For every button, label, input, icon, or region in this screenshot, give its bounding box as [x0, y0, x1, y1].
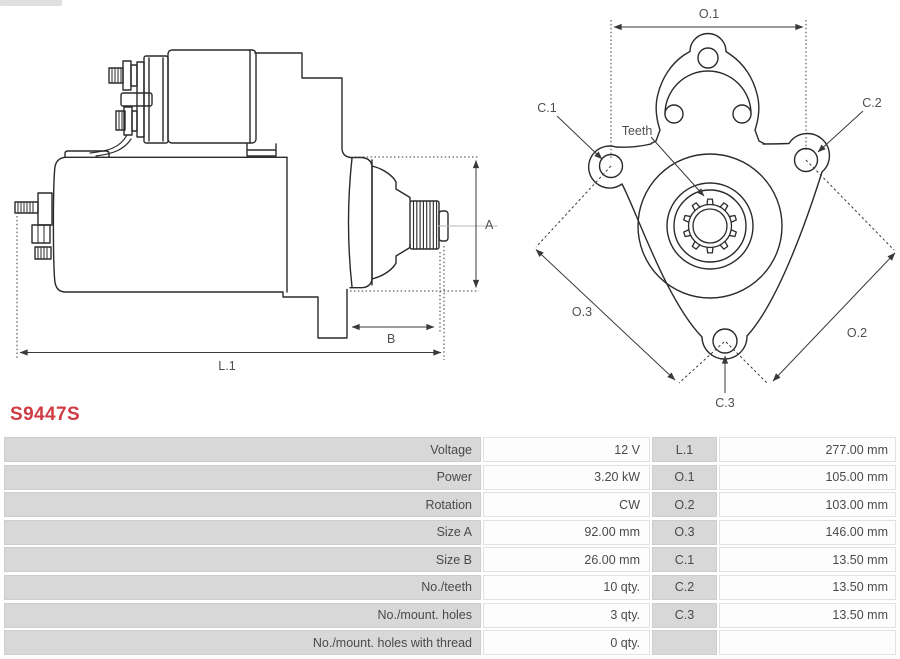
front-view-drawing	[588, 32, 831, 360]
flange-boss-outer	[637, 153, 783, 299]
dim-value-cell: 103.00 mm	[719, 492, 896, 518]
mount-hole-c2	[793, 147, 819, 173]
side-view-dimensions	[16, 156, 480, 360]
spec-table: Voltage 12 V L.1 277.00 mm Power 3.20 kW…	[4, 437, 896, 656]
spec-value-cell: 0 qty.	[483, 630, 650, 656]
mounting-flange-side	[349, 156, 373, 289]
dim-label-cell: C.2	[652, 574, 717, 600]
dim-value-cell: 105.00 mm	[719, 464, 896, 490]
inner-arch	[664, 70, 752, 115]
dim-label-l1: L.1	[218, 359, 235, 373]
dim-label-o2: O.2	[847, 326, 867, 340]
mount-hole-c3	[712, 328, 738, 354]
dim-label-cell: O.1	[652, 464, 717, 490]
table-row: No./mount. holes with thread 0 qty.	[4, 630, 896, 656]
terminal-stud-lower	[115, 110, 126, 131]
label-teeth: Teeth	[622, 124, 653, 138]
dim-value-cell: 13.50 mm	[719, 547, 896, 573]
motor-body	[52, 156, 348, 339]
spec-label-cell: Size A	[4, 519, 481, 545]
arch-left-hole	[664, 104, 684, 124]
field-wire	[89, 134, 132, 157]
dim-label-c2: C.2	[862, 96, 882, 110]
spec-value-cell: CW	[483, 492, 650, 518]
mounting-flange-front	[588, 132, 831, 360]
dim-label-a: A	[485, 218, 494, 232]
dim-label-b: B	[387, 332, 395, 346]
spec-label-cell: Size B	[4, 547, 481, 573]
mount-hole-c1	[598, 153, 624, 179]
dim-label-o3: O.3	[572, 305, 592, 319]
dim-label-cell: C.1	[652, 547, 717, 573]
spec-value-cell: 3 qty.	[483, 602, 650, 628]
spec-label-cell: Power	[4, 464, 481, 490]
spec-value-cell: 10 qty.	[483, 574, 650, 600]
spec-label-cell: Rotation	[4, 492, 481, 518]
dim-label-o1: O.1	[699, 7, 719, 21]
through-bolt	[14, 201, 39, 214]
dim-label-cell: L.1	[652, 437, 717, 462]
product-code: S9447S	[10, 404, 81, 425]
pinion-gear-front	[682, 198, 738, 254]
front-view-dimensions	[535, 20, 896, 393]
spec-value-cell: 26.00 mm	[483, 547, 650, 573]
drive-end-bracket	[254, 52, 351, 159]
table-row: Rotation CW O.2 103.00 mm	[4, 492, 896, 518]
dim-label-c1: C.1	[537, 101, 557, 115]
table-row: Size B 26.00 mm C.1 13.50 mm	[4, 547, 896, 573]
pinion-gear	[409, 200, 440, 250]
solenoid-body	[167, 49, 257, 144]
dim-label-cell: O.2	[652, 492, 717, 518]
spec-value-cell: 92.00 mm	[483, 519, 650, 545]
spec-label-cell: No./mount. holes	[4, 602, 481, 628]
table-row: Size A 92.00 mm O.3 146.00 mm	[4, 519, 896, 545]
table-row: Voltage 12 V L.1 277.00 mm	[4, 437, 896, 462]
dim-label-cell	[652, 630, 717, 656]
table-row: No./mount. holes 3 qty. C.3 13.50 mm	[4, 602, 896, 628]
arch-right-hole	[732, 104, 752, 124]
spec-value-cell: 3.20 kW	[483, 464, 650, 490]
arch-top-hole	[697, 47, 719, 69]
corner-artifact	[0, 0, 62, 6]
dim-value-cell: 13.50 mm	[719, 574, 896, 600]
dim-value-cell	[719, 630, 896, 656]
starter-motor-technical-drawing: A B L.1	[14, 7, 896, 410]
terminal-tab	[120, 92, 153, 107]
side-view-drawing	[14, 49, 449, 339]
dim-label-cell: C.3	[652, 602, 717, 628]
table-row: Power 3.20 kW O.1 105.00 mm	[4, 464, 896, 490]
dim-label-cell: O.3	[652, 519, 717, 545]
spec-label-cell: No./mount. holes with thread	[4, 630, 481, 656]
spec-label-cell: Voltage	[4, 437, 481, 462]
spec-label-cell: No./teeth	[4, 574, 481, 600]
table-row: No./teeth 10 qty. C.2 13.50 mm	[4, 574, 896, 600]
dim-value-cell: 13.50 mm	[719, 602, 896, 628]
dim-value-cell: 146.00 mm	[719, 519, 896, 545]
spec-value-cell: 12 V	[483, 437, 650, 462]
drive-housing	[371, 165, 411, 280]
dim-value-cell: 277.00 mm	[719, 437, 896, 462]
dim-label-c3: C.3	[715, 396, 735, 410]
